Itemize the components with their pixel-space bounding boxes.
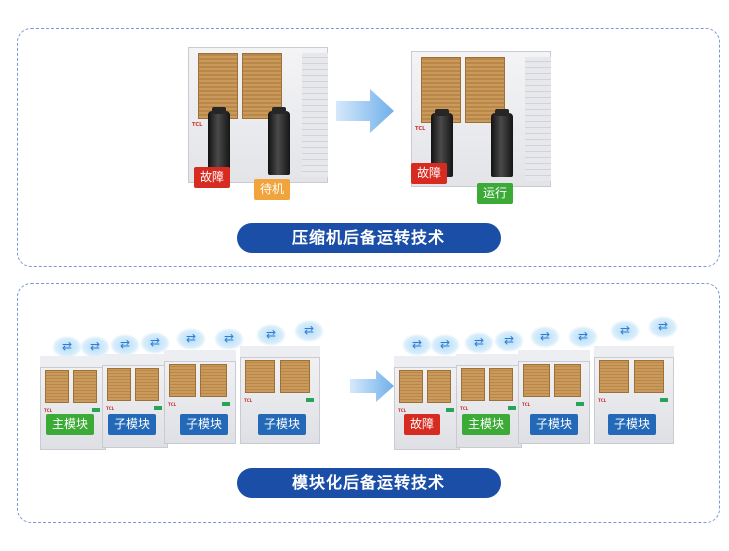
airflow-icon — [214, 328, 244, 350]
side-panel — [525, 57, 551, 181]
airflow-icon — [530, 326, 560, 348]
unit-after-compressor: TCL 故障 运行 — [411, 51, 551, 204]
module-unit: TCL — [394, 356, 460, 450]
status-tag-running: 运行 — [477, 183, 514, 204]
module-tag-slave: 子模块 — [108, 414, 157, 435]
module-tag-slave: 子模块 — [530, 414, 579, 435]
module-unit: TCL — [40, 356, 106, 450]
airflow-icon — [80, 336, 110, 358]
module-tag-fault: 故障 — [404, 414, 441, 435]
module-tag-master: 主模块 — [462, 414, 511, 435]
module-backup-panel: TCL TCL TCL TCL 主模块 子模块 子模块 子模块 — [17, 283, 720, 523]
airflow-icon — [494, 330, 524, 352]
airflow-icon — [430, 334, 460, 356]
airflow-icon — [648, 316, 678, 338]
unit-before-compressor: TCL 故障 待机 — [188, 47, 328, 200]
status-tag-fault: 故障 — [194, 167, 231, 188]
airflow-icon — [464, 332, 494, 354]
module-tag-master: 主模块 — [46, 414, 95, 435]
airflow-icon — [110, 334, 140, 356]
section-caption: 模块化后备运转技术 — [236, 468, 501, 498]
right-arrow-icon — [350, 370, 394, 402]
compressor-icon — [208, 107, 230, 175]
compressor-backup-panel: TCL 故障 待机 TCL 故障 运行 压缩机后备运转技术 — [17, 28, 720, 267]
section-caption: 压缩机后备运转技术 — [236, 223, 501, 253]
right-arrow-icon — [336, 89, 394, 133]
module-tag-slave: 子模块 — [258, 414, 307, 435]
status-tag-fault: 故障 — [411, 163, 448, 184]
airflow-icon — [402, 334, 432, 356]
airflow-icon — [256, 324, 286, 346]
compressor-icon — [431, 109, 453, 177]
compressor-icon — [491, 109, 513, 177]
airflow-icon — [610, 320, 640, 342]
airflow-icon — [568, 326, 598, 348]
brand-logo: TCL — [192, 122, 203, 128]
airflow-icon — [52, 336, 82, 358]
compressor-icon — [268, 107, 290, 175]
status-tag-standby: 待机 — [254, 179, 291, 200]
brand-logo: TCL — [415, 126, 426, 132]
module-tag-slave: 子模块 — [608, 414, 657, 435]
airflow-icon — [176, 328, 206, 350]
airflow-icon — [294, 320, 324, 342]
module-tag-slave: 子模块 — [180, 414, 229, 435]
side-panel — [302, 53, 328, 177]
airflow-icon — [140, 332, 170, 354]
